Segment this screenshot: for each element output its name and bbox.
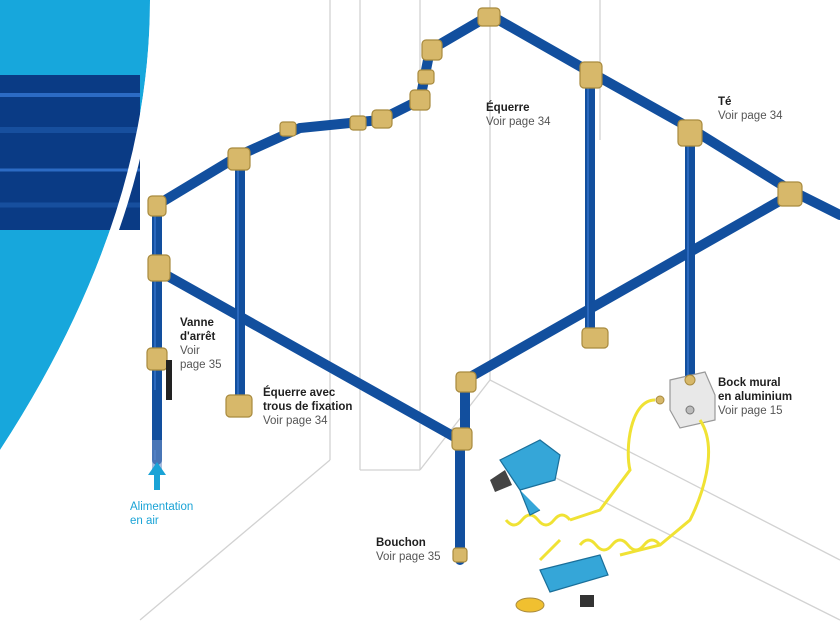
label-te: Té Voir page 34	[718, 95, 783, 123]
tee-fitting	[147, 254, 171, 282]
label-bock: Bock mural en aluminium Voir page 15	[718, 376, 792, 418]
label-equerre-title: Équerre	[486, 102, 530, 114]
elbow-fitting	[451, 427, 473, 451]
label-alimentation-line1: Alimentation	[130, 501, 194, 513]
label-bouchon: Bouchon Voir page 35	[376, 536, 441, 564]
label-equerre-trous: Équerre avec trous de fixation Voir page…	[263, 386, 352, 428]
label-te-sub: Voir page 34	[718, 110, 783, 122]
tee-fitting	[579, 61, 603, 89]
tee-fitting	[227, 147, 251, 171]
room-outline	[139, 0, 840, 621]
impact-wrench-icon	[490, 439, 561, 516]
aluminium-wall-bracket	[655, 371, 716, 429]
label-equerre-trous-title2: trous de fixation	[263, 401, 353, 413]
fittings	[146, 7, 803, 563]
label-vanne-title1: Vanne	[180, 317, 214, 329]
elbow-with-fixing-holes	[581, 327, 609, 349]
label-bouchon-sub: Voir page 35	[376, 551, 441, 563]
label-equerre-trous-title1: Équerre avec	[263, 387, 336, 399]
label-bock-title2: en aluminium	[718, 391, 793, 403]
angle-grinder-icon	[515, 554, 609, 613]
up-arrow-icon	[148, 462, 166, 490]
label-vanne-title2: d'arrêt	[180, 331, 216, 343]
elbow-fitting	[371, 109, 393, 129]
coupling-fitting	[417, 69, 435, 85]
pipe-network	[152, 9, 840, 565]
coupling-fitting	[349, 115, 367, 131]
valve-body	[146, 347, 168, 371]
tee-fitting	[677, 119, 703, 147]
valve-icon	[166, 360, 172, 400]
elbow-fitting	[421, 39, 443, 61]
banner-dark-band	[0, 75, 140, 230]
elbow-fitting	[455, 371, 477, 393]
label-bock-sub: Voir page 15	[718, 405, 783, 417]
elbow-fitting	[477, 7, 501, 27]
label-bouchon-title: Bouchon	[376, 537, 426, 549]
label-equerre-sub: Voir page 34	[486, 116, 551, 128]
label-alimentation: Alimentation en air	[130, 500, 220, 528]
label-te-title: Té	[718, 96, 732, 108]
left-banner	[0, 0, 160, 460]
elbow-with-fixing-holes	[225, 394, 253, 418]
label-equerre: Équerre Voir page 34	[486, 101, 551, 129]
coiled-hoses	[504, 398, 710, 562]
label-alimentation-line2: en air	[130, 515, 159, 527]
coupling-fitting	[279, 121, 297, 137]
label-vanne-sub2: page 35	[180, 359, 222, 371]
label-vanne: Vanne d'arrêt Voir page 35	[180, 316, 222, 372]
label-vanne-sub1: Voir	[180, 345, 200, 357]
label-bock-title1: Bock mural	[718, 377, 781, 389]
elbow-fitting	[409, 89, 431, 111]
cap-fitting	[452, 547, 468, 563]
supply-pipe	[152, 390, 162, 470]
tee-fitting	[777, 181, 803, 207]
label-equerre-trous-sub: Voir page 34	[263, 415, 328, 427]
elbow-fitting	[147, 195, 167, 217]
